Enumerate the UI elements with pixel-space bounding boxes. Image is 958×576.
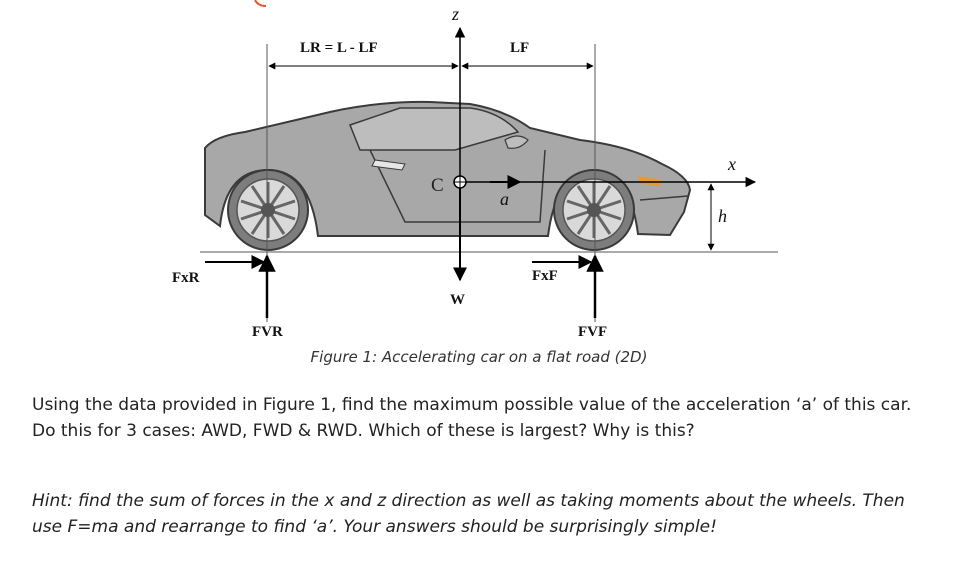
side-intake: [371, 159, 406, 171]
cg-label: C: [431, 175, 444, 196]
rear-wheel: [227, 169, 309, 251]
car-window: [349, 107, 520, 151]
car-force-diagram: LR = L - LF LF z x h a C W FxR FxF FVR F…: [172, 0, 778, 340]
front-lip: [639, 195, 689, 201]
headlight: [638, 176, 662, 186]
w-label: W: [450, 292, 465, 308]
lf-label: LF: [510, 40, 529, 56]
lr-label: LR = L - LF: [300, 40, 378, 56]
question-text: Using the data provided in Figure 1, fin…: [32, 395, 912, 441]
fvr-label: FVR: [252, 324, 283, 340]
mirror: [504, 135, 529, 149]
a-label: a: [500, 189, 509, 209]
fxr-label: FxR: [172, 270, 200, 286]
z-label: z: [451, 4, 459, 24]
h-label: h: [718, 206, 727, 226]
car-illustration: [204, 100, 692, 251]
door-line: [369, 149, 546, 223]
fxf-label: FxF: [532, 268, 558, 284]
partial-arc: [254, 0, 267, 7]
x-label: x: [727, 154, 736, 174]
front-wheel: [553, 169, 635, 251]
figure-caption: Figure 1: Accelerating car on a flat roa…: [310, 348, 648, 366]
fvf-label: FVF: [578, 324, 607, 340]
hint-text: Hint: find the sum of forces in the x an…: [32, 491, 905, 537]
